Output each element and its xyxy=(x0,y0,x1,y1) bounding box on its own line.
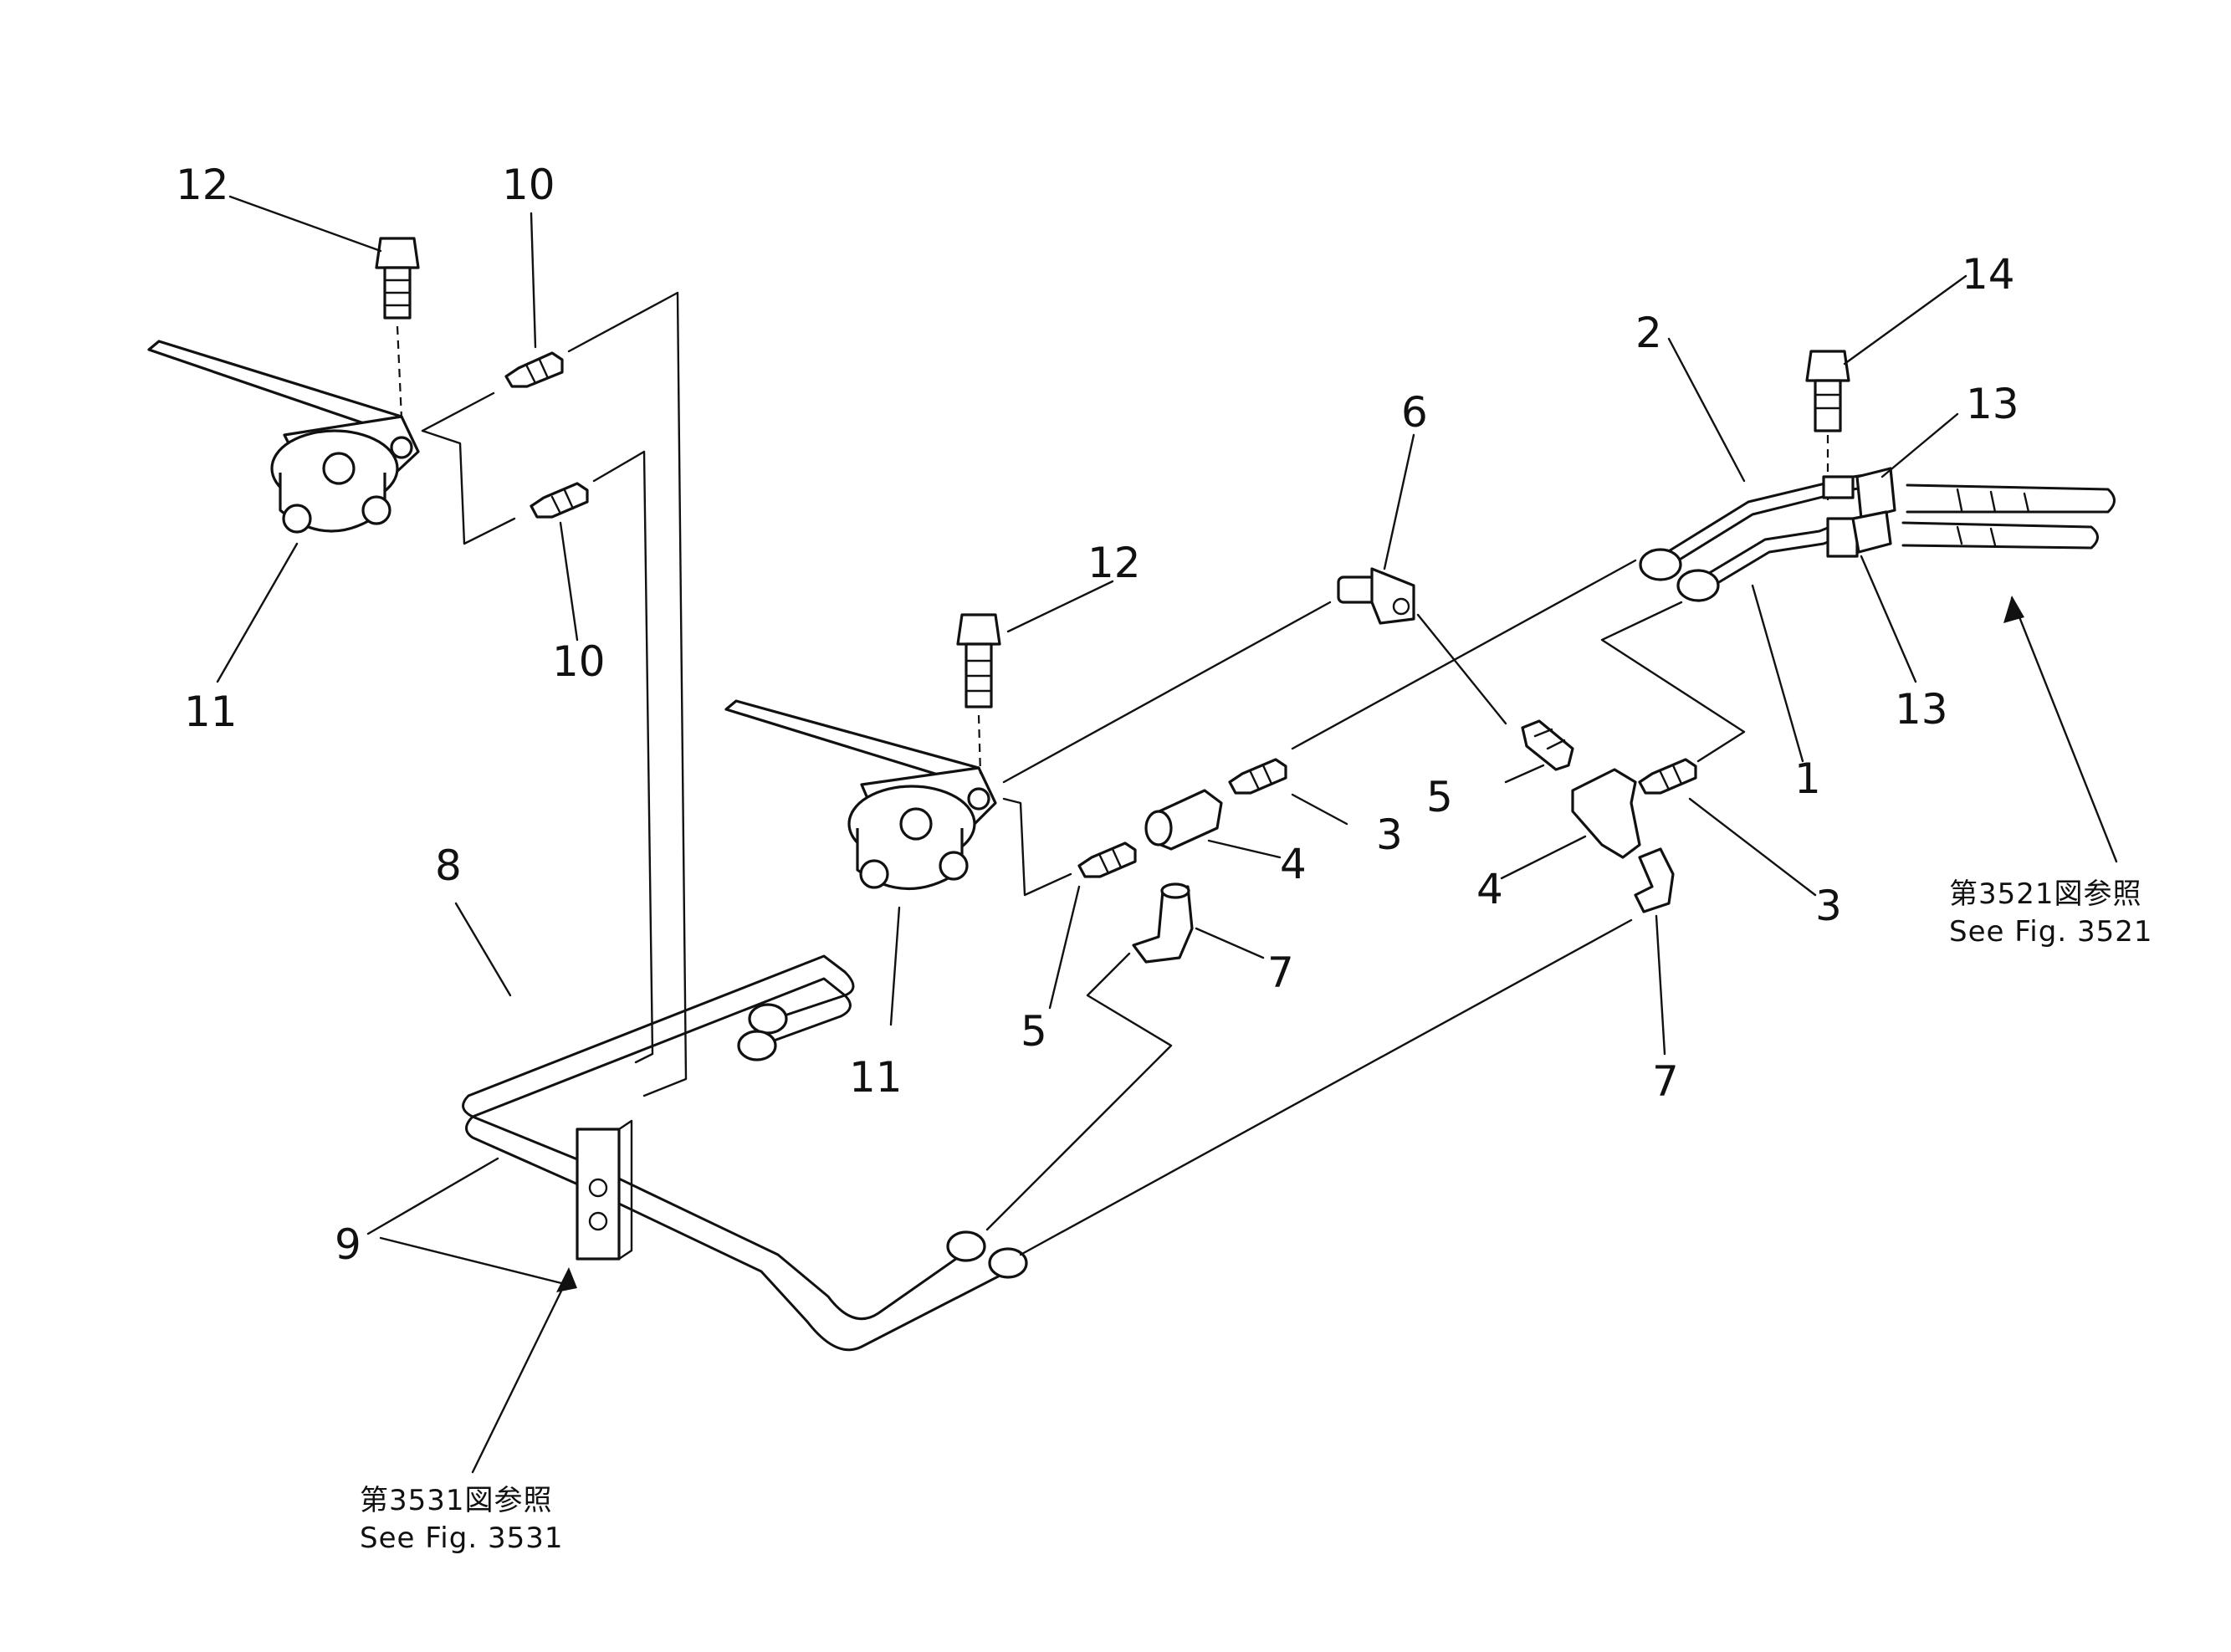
callout-7-center: 7 xyxy=(1267,949,1294,997)
callout-4-right: 4 xyxy=(1476,865,1503,913)
connector-3-right xyxy=(1638,758,1697,795)
bolt-12-center xyxy=(956,613,1001,775)
clamp-3531 xyxy=(576,1119,633,1261)
callout-6: 6 xyxy=(1401,388,1428,437)
callout-1: 1 xyxy=(1794,754,1821,803)
pipe-9 xyxy=(465,977,1010,1352)
reference-arrows xyxy=(556,596,2024,1292)
callout-11-left: 11 xyxy=(184,688,238,736)
callout-14: 14 xyxy=(1962,250,2015,299)
elbow-6 xyxy=(1337,567,1415,625)
callout-4-center: 4 xyxy=(1280,840,1307,888)
callout-5-center: 5 xyxy=(1021,1007,1047,1056)
callout-12-left: 12 xyxy=(176,161,229,209)
callout-12-center: 12 xyxy=(1087,539,1141,587)
callout-11-center: 11 xyxy=(849,1053,903,1102)
tee-4-center xyxy=(1144,789,1223,851)
connector-10-upper xyxy=(504,351,564,388)
pipe-8-nuts xyxy=(737,1003,1028,1279)
ref-3521-jp: 第3521図参照 xyxy=(1949,877,2142,911)
connection-lines xyxy=(421,291,1746,1256)
callout-5-right: 5 xyxy=(1426,773,1453,821)
callout-7-right: 7 xyxy=(1652,1057,1679,1106)
callout-10-upper: 10 xyxy=(502,161,555,209)
connector-10-lower xyxy=(530,482,589,519)
ref-3531-jp: 第3531図参照 xyxy=(360,1484,553,1517)
callout-numbers: 12 10 10 11 12 11 6 3 4 5 7 5 4 3 7 1 2 … xyxy=(176,161,2019,1269)
elbow-7-right xyxy=(1634,847,1675,913)
callout-9: 9 xyxy=(335,1220,361,1269)
bolt-14 xyxy=(1805,350,1850,502)
callout-3-center: 3 xyxy=(1376,811,1403,859)
ref-3531-en: See Fig. 3531 xyxy=(360,1522,563,1555)
tee-4-right xyxy=(1571,768,1641,859)
callout-2: 2 xyxy=(1635,309,1662,357)
elbow-7-center xyxy=(1132,882,1194,964)
reference-notes: 第3521図参照 See Fig. 3521 第3531図参照 See Fig.… xyxy=(360,877,2152,1555)
hose-3521 xyxy=(1901,483,2116,550)
callout-3-right: 3 xyxy=(1815,882,1842,930)
connector-3-center xyxy=(1228,758,1287,795)
clamp-13 xyxy=(1822,467,1896,558)
pipe-1 xyxy=(1676,521,1846,602)
connector-5-center xyxy=(1077,841,1137,878)
callout-13-lower: 13 xyxy=(1895,685,1948,734)
callout-10-lower: 10 xyxy=(552,637,606,686)
bolt-12-left xyxy=(375,237,420,419)
pedal-valve-left xyxy=(147,340,420,534)
callout-13-upper: 13 xyxy=(1966,380,2019,428)
pedal-valve-center xyxy=(724,699,997,890)
pipe-8 xyxy=(462,954,964,1321)
ref-3521-en: See Fig. 3521 xyxy=(1949,915,2152,949)
connector-5-right xyxy=(1521,719,1574,771)
callout-8: 8 xyxy=(435,841,462,890)
leader-lines xyxy=(216,195,2118,1474)
